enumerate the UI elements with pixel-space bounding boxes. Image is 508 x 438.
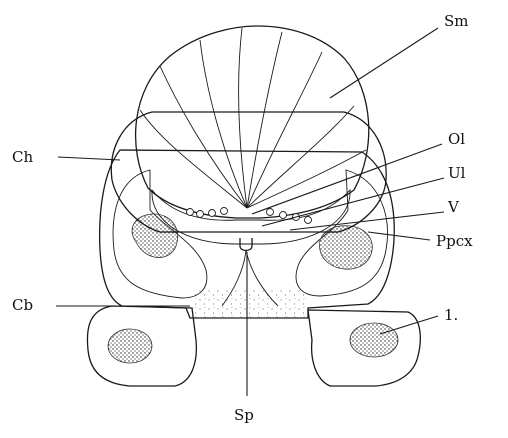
label-ch: Ch	[12, 148, 33, 166]
lower-left-nucleus	[108, 329, 152, 363]
leader-v	[290, 212, 444, 230]
label-ol: Ol	[448, 130, 465, 148]
leader-ch	[58, 157, 120, 160]
cell-row	[187, 208, 312, 224]
leader-sm	[330, 28, 438, 98]
label-sp: Sp	[234, 406, 254, 424]
dome-sm	[136, 26, 369, 218]
label-sm: Sm	[444, 12, 469, 30]
label-ul: Ul	[448, 164, 466, 182]
label-cb: Cb	[12, 296, 33, 314]
lower-right-nucleus	[350, 323, 398, 357]
leader-ul	[262, 178, 444, 226]
leader-ppcx	[368, 232, 430, 240]
radiating-lines	[140, 28, 366, 208]
label-v: V	[447, 198, 460, 216]
basal-stippled-band	[192, 290, 306, 318]
label-ppcx: Ppcx	[436, 232, 473, 250]
label-one: 1.	[444, 306, 458, 324]
leader-one	[380, 316, 438, 334]
